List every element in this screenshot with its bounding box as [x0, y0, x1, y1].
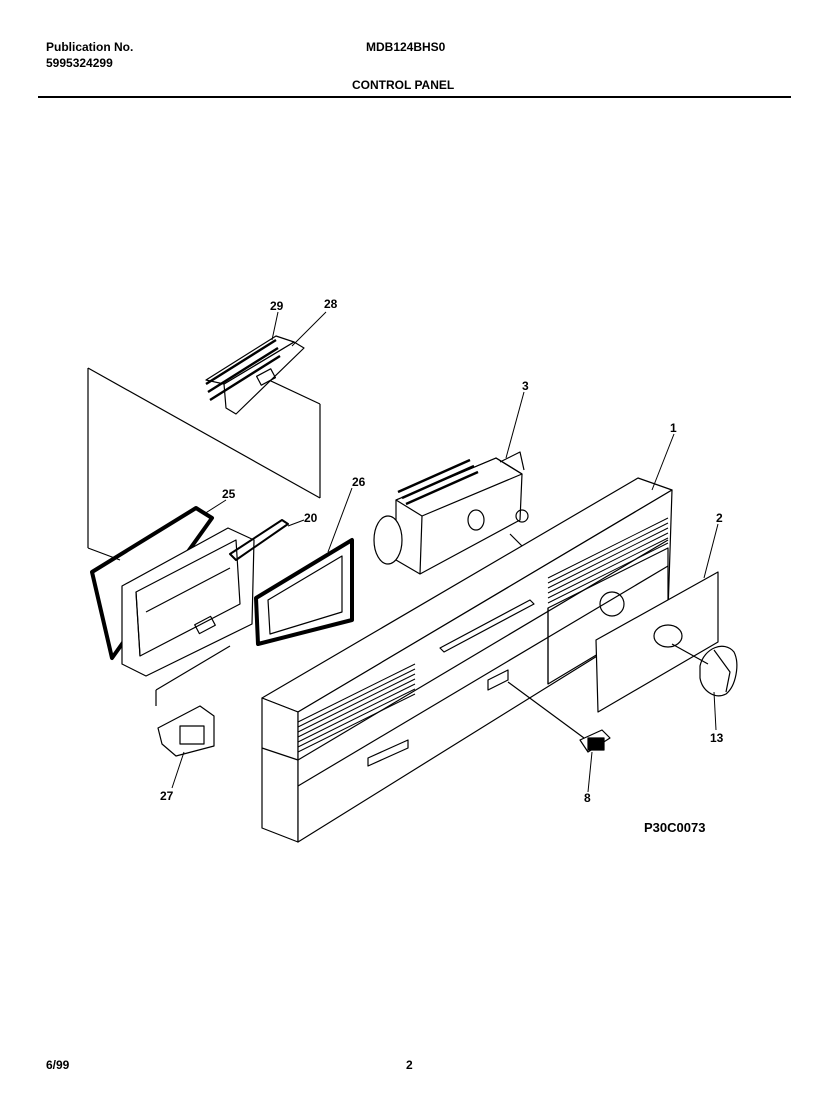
connector-part — [155, 645, 231, 757]
page-number: 2 — [406, 1058, 413, 1072]
footer-date: 6/99 — [46, 1058, 70, 1072]
seal-part — [229, 519, 289, 561]
timer-part — [373, 451, 529, 575]
pad-part — [205, 335, 305, 415]
publication-label: Publication No. — [46, 40, 134, 54]
header-rule — [38, 96, 791, 98]
publication-number: 5995324299 — [46, 56, 113, 70]
model-number: MDB124BHS0 — [366, 40, 446, 54]
callout-26: 26 — [352, 475, 366, 489]
rocker-switch-part — [507, 681, 611, 753]
callout-8: 8 — [584, 791, 591, 805]
callout-20: 20 — [304, 511, 318, 525]
dispenser-housing — [121, 527, 255, 677]
figure-code: P30C0073 — [644, 820, 706, 835]
vent-slots-left — [297, 663, 416, 753]
callout-1: 1 — [670, 421, 677, 435]
door-gasket-part — [254, 538, 354, 646]
callout-3: 3 — [522, 379, 529, 393]
control-panel-part — [261, 477, 673, 843]
callout-2: 2 — [716, 511, 723, 525]
knob-part — [671, 643, 738, 697]
callout-28: 28 — [324, 297, 338, 311]
callout-13: 13 — [710, 731, 724, 745]
vent-slots-right — [547, 517, 669, 604]
callout-leaders — [171, 311, 719, 793]
section-title: CONTROL PANEL — [352, 78, 455, 92]
callout-27: 27 — [160, 789, 174, 803]
callout-25: 25 — [222, 487, 236, 501]
overlay-plate-part — [595, 571, 719, 713]
gasket-part — [90, 506, 214, 660]
callout-29: 29 — [270, 299, 284, 313]
